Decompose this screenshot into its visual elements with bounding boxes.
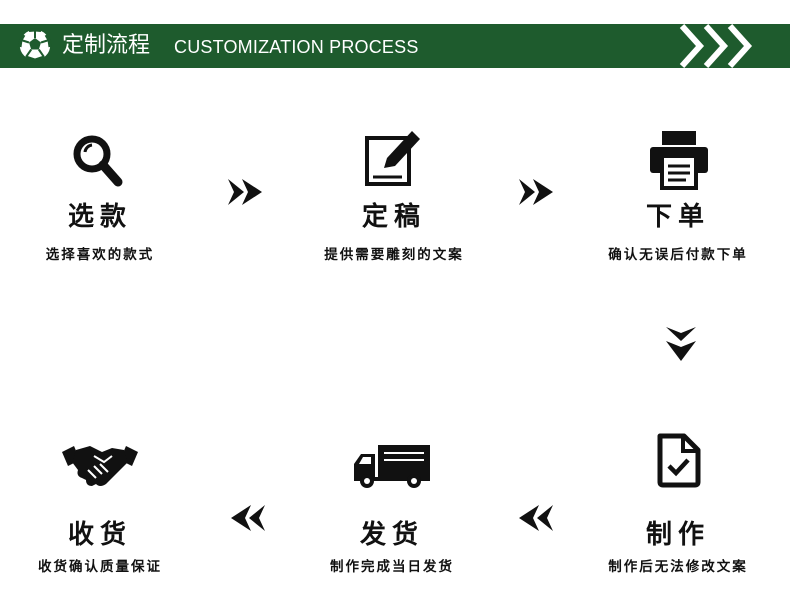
header-title-en: CUSTOMIZATION PROCESS [174,37,419,57]
step-place-order: 下单 确认无误后付款下单 [578,130,778,280]
arrow-right-icon [519,179,553,205]
handshake-icon [62,446,138,486]
step-desc: 制作完成当日发货 [330,559,454,575]
step-select-style: 选款 选择喜欢的款式 [0,130,200,280]
step-shipping: 发货 制作完成当日发货 [292,444,492,584]
header-bar: 定制流程 CUSTOMIZATION PROCESS [0,24,790,68]
arrow-down-icon [666,327,696,361]
arrow-right-icon [228,179,262,205]
step-title: 制作 [645,520,710,550]
step-title: 下单 [645,202,710,232]
step-finalize-draft: 定稿 提供需要雕刻的文案 [294,128,494,278]
header-title-cn: 定制流程 [62,33,151,58]
step-desc: 收货确认质量保证 [38,559,162,575]
step-receive: 收货 收货确认质量保证 [0,440,200,585]
step-desc: 选择喜欢的款式 [45,247,155,263]
step-title: 选款 [67,202,132,232]
magnifier-icon [73,135,123,187]
arrow-left-icon [231,505,265,531]
step-production: 制作 制作后无法修改文案 [578,432,778,582]
step-desc: 制作后无法修改文案 [608,559,748,575]
step-desc: 提供需要雕刻的文案 [324,247,464,263]
arrow-left-icon [519,505,553,531]
soccer-ball-icon [18,28,52,62]
truck-icon [354,445,430,488]
triple-chevron-icon [679,24,753,68]
edit-pen-icon [365,131,420,186]
step-title: 定稿 [361,202,426,232]
step-title: 发货 [359,520,424,550]
document-check-icon [657,433,701,488]
step-title: 收货 [67,520,132,550]
step-desc: 确认无误后付款下单 [608,247,748,263]
printer-icon [650,131,708,190]
